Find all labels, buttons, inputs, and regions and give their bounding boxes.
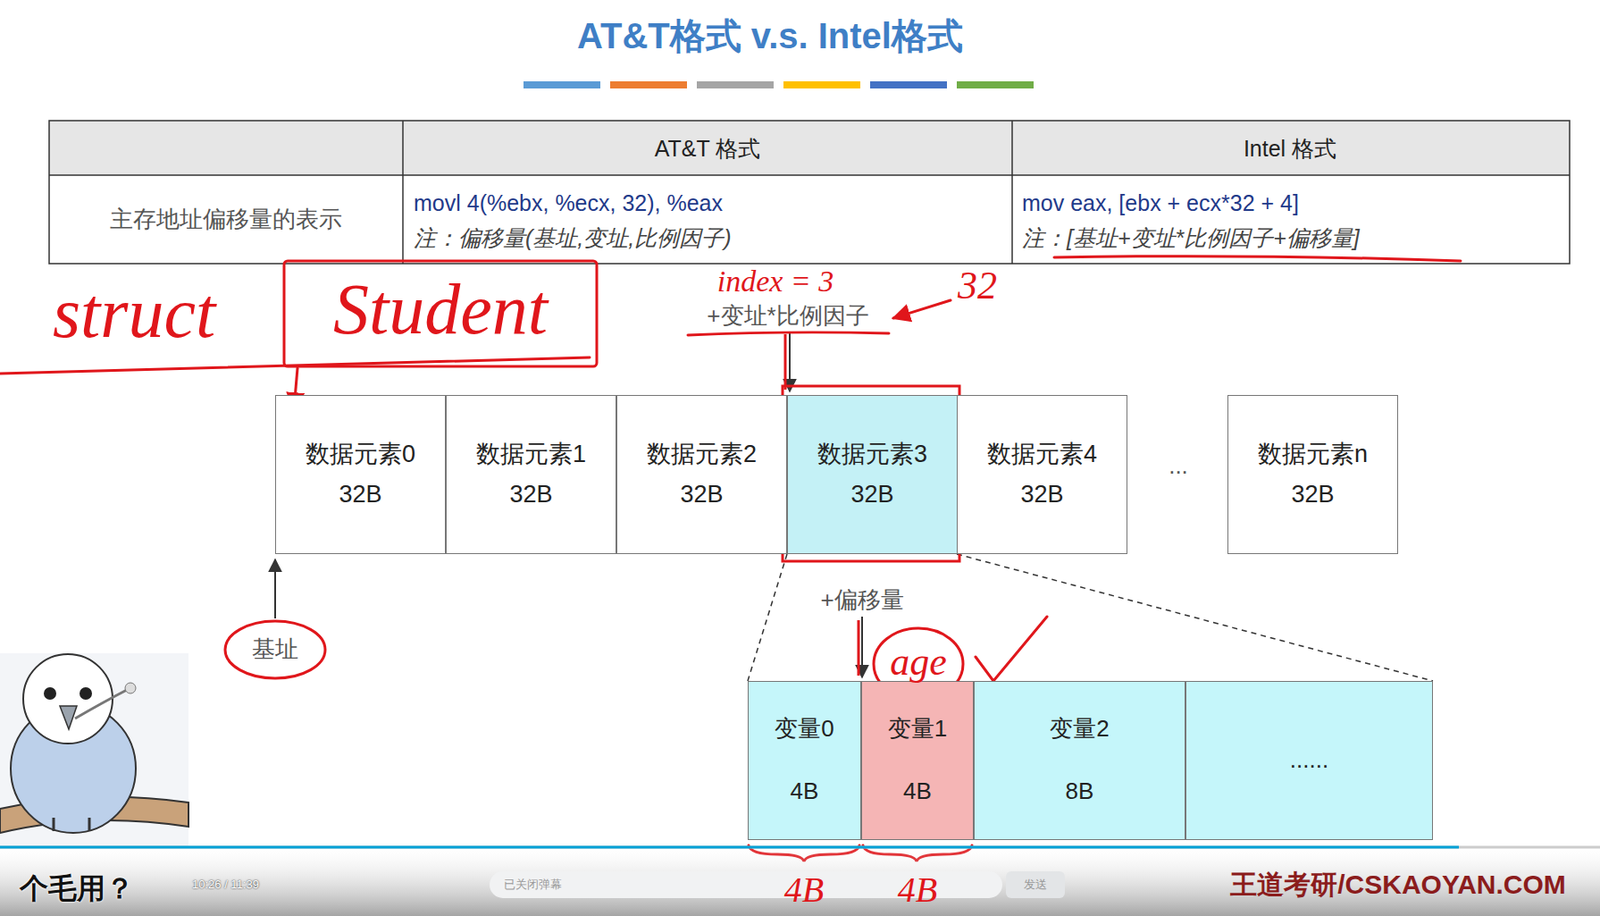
field-box: ...... — [1185, 680, 1433, 840]
send-button-text: 发送 — [1023, 878, 1048, 892]
offset-label: +偏移量 — [820, 586, 904, 614]
player-ground — [0, 846, 1600, 916]
zoom-line — [747, 553, 788, 681]
code-cell: movl 4(%ebx, %ecx, 32), %eax — [413, 190, 723, 217]
box-title: 数据元素4 — [987, 440, 1098, 469]
box-size: 8B — [1065, 778, 1095, 805]
leader-arrow — [274, 559, 277, 619]
subtitle: 个毛用？ — [19, 871, 135, 905]
play-time: 10:26 / 11:39 — [192, 878, 260, 892]
bird-eye — [43, 686, 57, 700]
format-table — [49, 120, 1570, 264]
handwritten-note: 32 — [957, 263, 997, 310]
data-element-box: 数据元素n 32B — [1227, 394, 1399, 554]
table-rule — [402, 120, 404, 264]
red-annotations — [0, 256, 1461, 862]
box-title: 数据元素3 — [817, 440, 928, 469]
video-player-bar — [0, 846, 1600, 916]
data-element-box: 数据元素1 32B — [445, 394, 617, 554]
table-note: 注：偏移量(基址,变址,比例因子) — [413, 225, 732, 252]
data-element-box: 数据元素3 32B — [787, 394, 958, 554]
red-underline — [687, 332, 889, 336]
box-size: 32B — [850, 480, 894, 509]
red-circle — [225, 620, 326, 679]
progress-bar — [0, 846, 1459, 849]
progress-track — [0, 846, 1600, 849]
bird-feet — [53, 817, 90, 831]
illustration-ground — [0, 653, 189, 847]
box-size: 32B — [509, 480, 553, 509]
field-box: 变量0 4B — [747, 680, 862, 840]
color-bar — [696, 81, 774, 89]
bird-head — [23, 653, 113, 744]
bird-eye — [79, 686, 93, 700]
leader-arrow — [861, 616, 863, 678]
handwritten-note: age — [889, 639, 947, 686]
red-underline — [1054, 256, 1461, 261]
handwritten-note: 4B — [897, 869, 938, 911]
field-box: 变量1 4B — [861, 680, 974, 840]
box-size: 4B — [790, 778, 820, 805]
base-label: 基址 — [251, 636, 299, 663]
color-bar — [870, 81, 947, 89]
red-underline — [0, 357, 590, 374]
data-element-box: 数据元素4 32B — [956, 394, 1128, 554]
handwritten-note: 4B — [784, 869, 824, 911]
feather-tip — [125, 682, 136, 694]
table-rule — [1011, 120, 1014, 264]
box-title: 变量1 — [887, 715, 947, 743]
box-title: ...... — [1290, 746, 1329, 774]
formula-label: +变址*比例因子 — [706, 302, 869, 330]
table-header: Intel 格式 — [1243, 135, 1337, 162]
red-mark — [857, 619, 861, 676]
box-size: 32B — [1290, 480, 1334, 509]
data-element-box: 数据元素0 32B — [275, 394, 446, 554]
parrot-illustration — [0, 653, 189, 847]
table-cell: 主存地址偏移量的表示 — [109, 206, 343, 234]
box-size: 4B — [903, 778, 932, 805]
title-color-bars — [523, 81, 1034, 89]
color-bar — [956, 81, 1034, 89]
red-box — [284, 260, 597, 367]
red-arrow — [893, 300, 951, 319]
box-title: 数据元素0 — [305, 440, 416, 469]
code-cell: mov eax, [ebx + ecx*32 + 4] — [1021, 190, 1299, 217]
box-title: 变量0 — [774, 715, 834, 743]
table-border — [49, 120, 1570, 264]
table-header-row — [49, 120, 1570, 176]
red-mark — [784, 334, 788, 390]
box-title: 数据元素n — [1257, 440, 1368, 469]
handwritten-note: struct — [52, 271, 216, 354]
handwritten-note: index = 3 — [717, 263, 835, 299]
watermark: 王道考研/CSKAOYAN.COM — [1230, 869, 1567, 901]
box-title: 变量2 — [1049, 715, 1109, 743]
color-bar — [610, 81, 687, 89]
color-bar — [523, 81, 601, 89]
handwritten-note: Student — [333, 268, 548, 351]
box-title: 数据元素2 — [646, 440, 757, 469]
zoom-line — [956, 553, 1433, 681]
box-size: 32B — [679, 480, 723, 509]
table-rule — [49, 174, 1570, 176]
data-element-box: 数据元素2 32B — [616, 394, 788, 554]
leader-arrow — [788, 332, 791, 392]
color-bar — [783, 81, 861, 89]
send-button — [1005, 871, 1065, 898]
ellipsis: ... — [1168, 452, 1189, 480]
red-box — [782, 385, 960, 562]
box-size: 32B — [338, 480, 382, 509]
box-size: 32B — [1020, 480, 1064, 509]
slide-title: AT&T格式 v.s. Intel格式 — [577, 15, 964, 57]
field-box: 变量2 8B — [973, 680, 1186, 840]
bird-beak — [59, 705, 77, 729]
box-title: 数据元素1 — [476, 440, 587, 469]
table-header: AT&T 格式 — [654, 135, 762, 162]
table-note: 注：[基址+变址*比例因子+偏移量] — [1021, 225, 1360, 252]
danmaku-placeholder: 已关闭弹幕 — [503, 878, 562, 892]
red-checkmark — [975, 616, 1048, 681]
feather — [75, 689, 127, 719]
